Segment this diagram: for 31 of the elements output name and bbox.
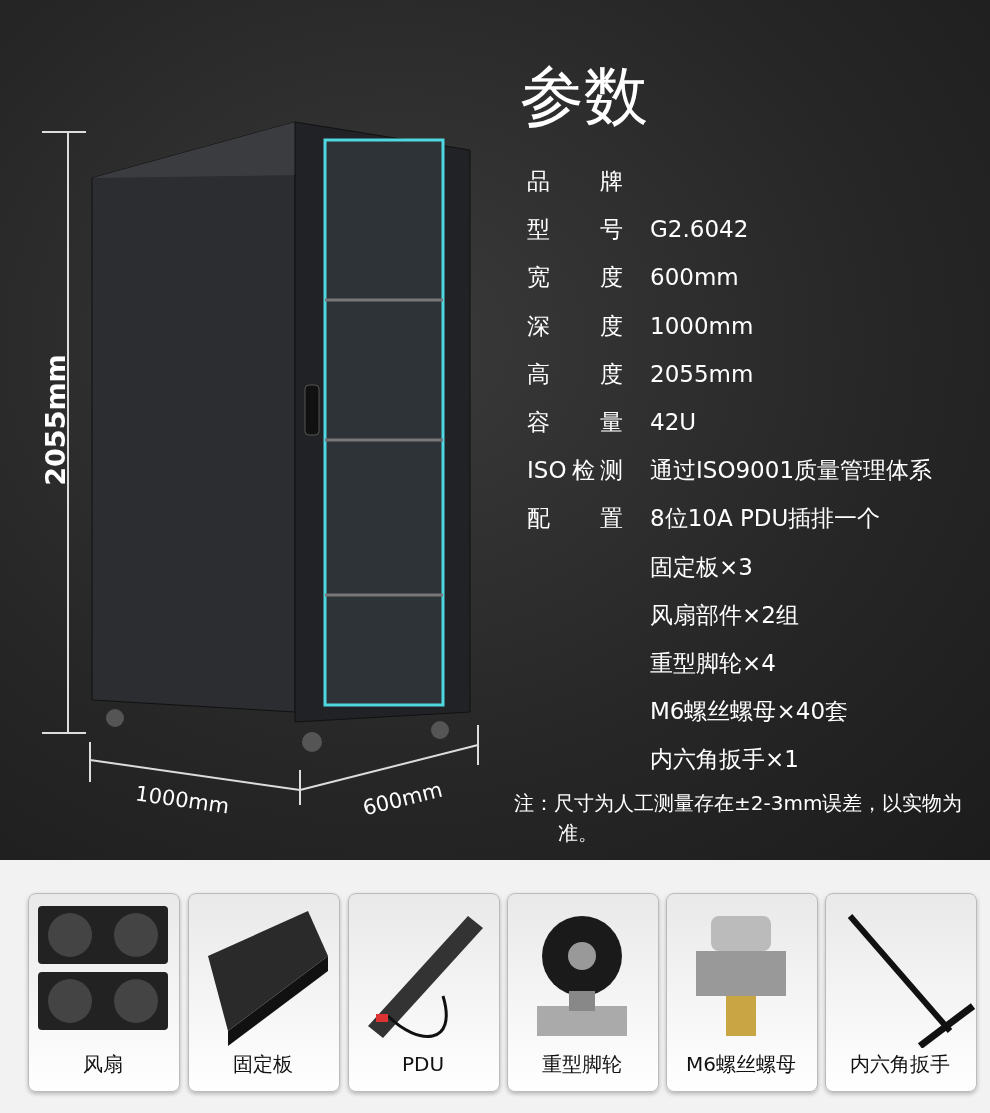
product-caption: M6螺丝螺母 [685,1051,797,1078]
dimension-label: 600mm [359,776,446,823]
spec-value: 重型脚轮×4 [650,649,776,678]
spec-name: 宽度 [527,263,623,293]
product-caption: 重型脚轮 [541,1051,623,1078]
product-caption: 固定板 [232,1051,294,1078]
spec-value: 8位10A PDU插排一个 [650,504,881,534]
spec-value: 固定板×3 [650,552,753,582]
dimension-label: 2055mm [40,354,71,486]
spec-value: 600mm [650,263,739,293]
note-text: 注：尺寸为人工测量存在±2-3mm误差，以实物为准。 [514,790,964,847]
spec-name: 型号 [527,215,623,245]
spec-name: 高度 [527,359,623,389]
spec-value: 内六角扳手×1 [650,745,799,775]
spec-value: 通过ISO9001质量管理体系 [650,456,933,486]
product-caption: 内六角扳手 [849,1051,951,1078]
spec-value: 42U [650,408,697,437]
spec-value: 2055mm [650,359,754,389]
spec-value: G2.6042 [650,215,749,245]
spec-value: M6螺丝螺母×40套 [650,697,848,727]
spec-name: 深度 [527,311,623,341]
spec-name: 容量 [527,408,623,437]
dimension-label: 1000mm [133,780,231,821]
product-caption: PDU [400,1051,446,1078]
spec-name: 配置 [527,504,623,534]
product-caption: 风扇 [82,1051,124,1078]
spec-name: ISO检测 [527,456,623,486]
heading: 参数 [520,58,648,135]
spec-value: 风扇部件×2组 [650,600,799,630]
spec-value: 1000mm [650,311,754,341]
spec-name: 品牌 [527,167,623,196]
